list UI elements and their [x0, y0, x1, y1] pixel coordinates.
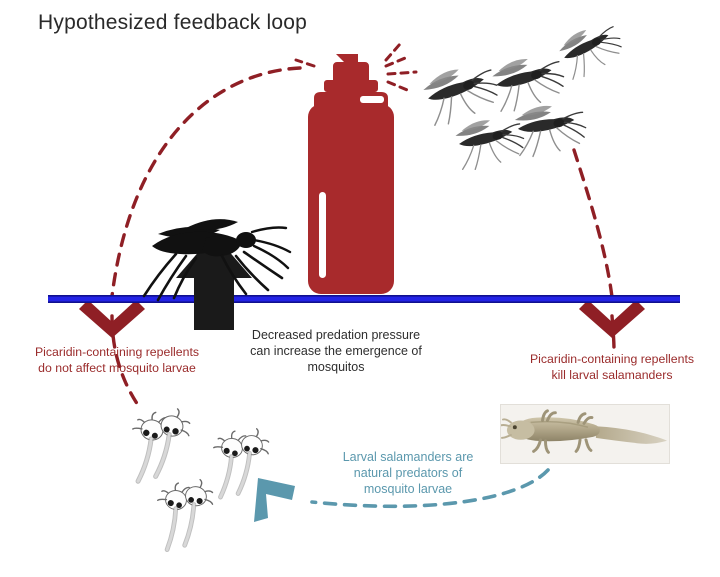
- label-teal-predators: Larval salamanders are natural predators…: [342, 450, 474, 496]
- adult-mosquito-silhouette: [142, 219, 292, 302]
- spray-bottle-icon: [296, 52, 406, 297]
- label-center-predation: Decreased predation pressure can increas…: [250, 328, 422, 374]
- waterline: [48, 295, 680, 303]
- red-chevron-down-right: [579, 300, 645, 338]
- teal-chevron-left: [254, 478, 295, 522]
- mosquito: [455, 120, 525, 171]
- larva-cluster: [213, 428, 270, 500]
- teal-dashed-arc: [254, 468, 550, 522]
- mosquito: [423, 69, 498, 126]
- larva-cluster: [132, 408, 191, 484]
- mosquito-swarm: [423, 26, 622, 171]
- figure-title: Hypothesized feedback loop: [38, 11, 308, 34]
- mosquito: [514, 105, 587, 158]
- red-dashed-arc-left: [79, 66, 302, 410]
- mosquito-larvae-group: [132, 408, 270, 552]
- red-dashed-arc-right: [572, 148, 645, 352]
- red-chevron-down-left: [79, 300, 145, 338]
- larva-cluster: [157, 478, 214, 552]
- mosquito: [559, 26, 622, 80]
- larval-salamander-photo: [500, 404, 670, 464]
- spray-mist-dashes: [294, 42, 418, 94]
- label-left-repellents-larvae: Picaridin-containing repellents do not a…: [34, 345, 200, 375]
- label-right-repellents-salamanders: Picaridin-containing repellents kill lar…: [529, 352, 695, 382]
- mosquito: [492, 59, 565, 112]
